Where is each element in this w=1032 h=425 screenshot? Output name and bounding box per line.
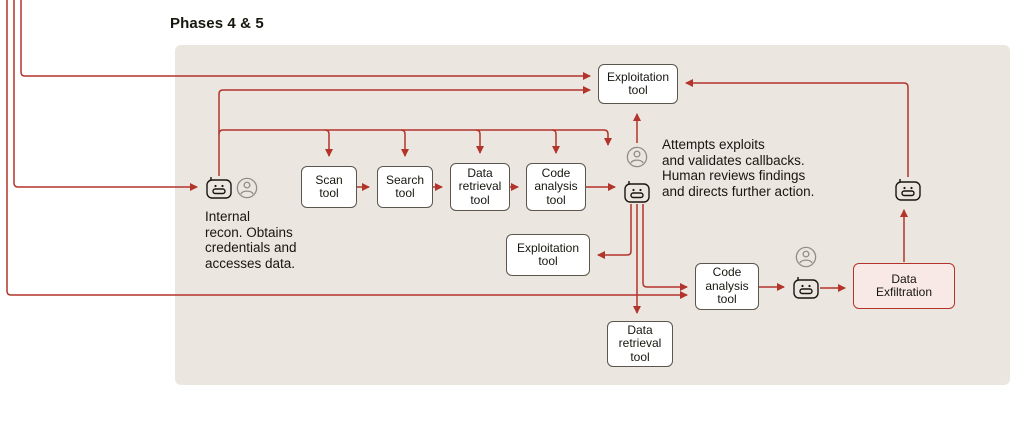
page-title: Phases 4 & 5 <box>170 15 264 32</box>
agent-review-note: Attempts exploits and validates callback… <box>662 137 814 199</box>
node-data-retrieval-tool-bottom: Data retrieval tool <box>607 321 673 367</box>
node-label: Search tool <box>385 172 425 200</box>
note-line: accesses data. <box>205 255 296 271</box>
node-code-analysis-tool-right: Code analysis tool <box>695 263 759 310</box>
node-label: Data retrieval tool <box>618 322 662 364</box>
internal-recon-human-icon <box>236 177 258 199</box>
node-label: Exploitation tool <box>606 69 670 97</box>
note-line: and directs further action. <box>662 183 815 199</box>
internal-recon-agent-icon <box>205 176 233 200</box>
note-line: and validates callbacks. <box>662 152 805 168</box>
internal-recon-note: Internal recon. Obtains credentials and … <box>205 209 297 271</box>
node-scan-tool: Scan tool <box>301 166 357 208</box>
node-exploitation-tool-top: Exploitation tool <box>598 64 678 104</box>
note-line: Attempts exploits <box>662 137 765 152</box>
top-right-agent-icon <box>894 178 922 202</box>
node-exploitation-tool-lower: Exploitation tool <box>506 234 590 276</box>
central-human-icon <box>626 146 648 168</box>
central-agent-icon <box>623 180 651 204</box>
node-label: Data retrieval tool <box>458 165 502 207</box>
node-label: Exploitation tool <box>516 240 580 268</box>
note-line: Human reviews findings <box>662 168 806 183</box>
node-label: Code analysis tool <box>705 265 749 307</box>
note-line: recon. Obtains <box>205 224 293 240</box>
node-label: Code analysis tool <box>534 165 578 207</box>
node-search-tool: Search tool <box>377 166 433 208</box>
exfil-human-icon <box>795 246 817 268</box>
phases-panel <box>175 45 1010 385</box>
node-label: Data Exfiltration <box>875 271 933 299</box>
node-data-retrieval-tool-mid: Data retrieval tool <box>450 163 510 211</box>
node-code-analysis-tool-mid: Code analysis tool <box>526 163 586 211</box>
node-label: Scan tool <box>315 172 343 200</box>
node-data-exfiltration: Data Exfiltration <box>853 263 955 309</box>
exfil-agent-icon <box>792 276 820 300</box>
note-line: Internal <box>205 209 251 224</box>
note-line: credentials and <box>205 240 297 255</box>
